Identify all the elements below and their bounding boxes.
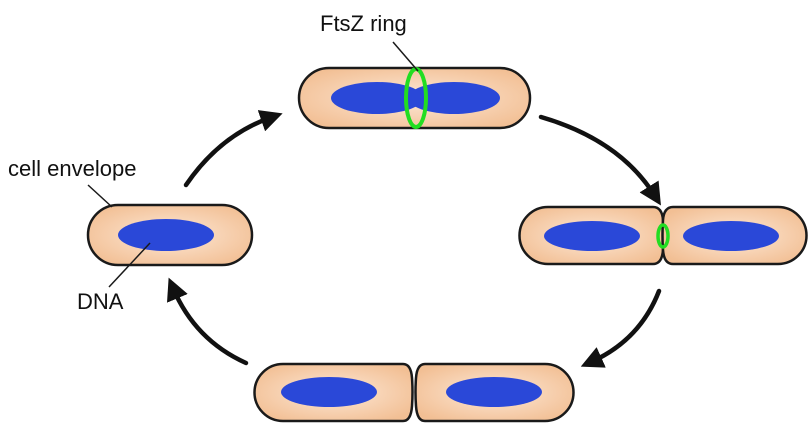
dna-leader-line (108, 242, 151, 288)
cell-stage-2 (297, 66, 532, 130)
arrow-bottom-to-left (167, 277, 249, 366)
dna-label: DNA (77, 289, 124, 314)
dna-nucleoid (281, 377, 377, 407)
cell-envelope-label: cell envelope (8, 156, 136, 181)
ftsz-ring (656, 223, 670, 249)
dna-nucleoid (446, 377, 542, 407)
ftsz-ring-label: FtsZ ring (320, 11, 407, 36)
dna-nucleoid (544, 221, 640, 251)
arrow-right-to-bottom (580, 288, 662, 368)
arrow-top-to-right (538, 114, 661, 206)
dna-nucleoid (331, 82, 423, 114)
dna-nucleoid (118, 219, 214, 251)
dna-nucleoid (408, 82, 500, 114)
dna-nucleoid (683, 221, 779, 251)
cell-stage-1 (86, 203, 254, 267)
leader-lines (87, 41, 419, 288)
cell-stage-3 (518, 205, 808, 266)
cell-stage-4 (253, 362, 575, 423)
arrow-left-to-top (183, 110, 283, 188)
ftsz-leader-line (392, 41, 419, 72)
envelope-leader-line (87, 184, 113, 208)
cycle-arrows (167, 110, 662, 368)
